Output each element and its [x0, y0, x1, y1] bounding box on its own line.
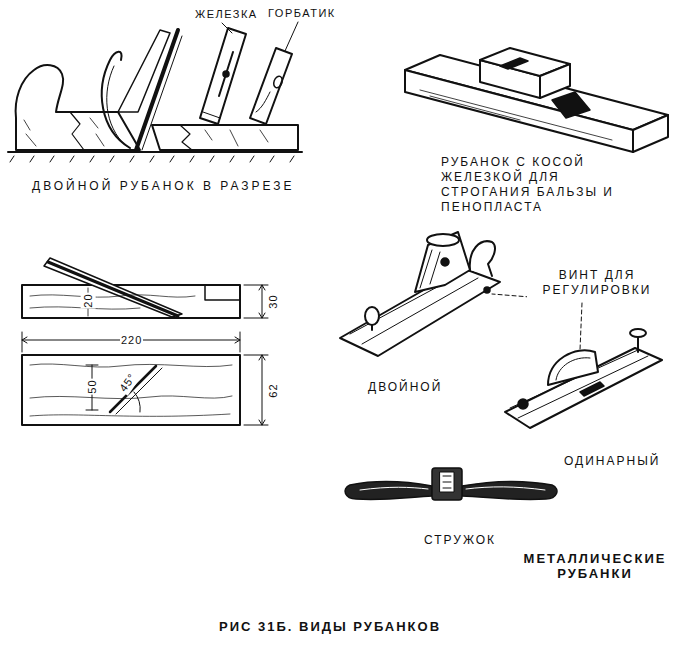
figure-caption: РИС 31Б. ВИДЫ РУБАНКОВ: [218, 619, 442, 634]
view-caption: ОДИНАРНЫЙ: [563, 454, 661, 469]
part-label: ЖЕЛЕЗКА: [194, 7, 259, 22]
spokeshave: [345, 468, 557, 500]
metal-block-plane: [505, 329, 662, 428]
dimension: 30: [266, 293, 281, 309]
view-caption: ДВОЙНОЙ РУБАНОК В РАЗРЕЗЕ: [31, 179, 296, 194]
leader-line: [492, 294, 582, 350]
dimension: 62: [266, 382, 281, 398]
group-caption: МЕТАЛЛИЧЕСКИЕ РУБАНКИ: [509, 551, 681, 581]
double-plane-section: [8, 22, 302, 162]
view-caption: РУБАНОК С КОСОЙ ЖЕЛЕЗКОЙ ДЛЯ СТРОГАНИЯ Б…: [440, 155, 620, 215]
metal-double-plane: [340, 232, 500, 356]
part-label: ВИНТ ДЛЯ РЕГУЛИРОВКИ: [527, 268, 667, 298]
view-caption: СТРУЖОК: [423, 533, 497, 548]
skew-iron-plane: [405, 48, 668, 152]
plane-drawing: [22, 258, 268, 425]
part-label: ГОРБАТИК: [267, 6, 337, 21]
view-caption: ДВОЙНОЙ: [367, 380, 443, 395]
dimension: 220: [120, 333, 143, 348]
dimension: 50: [85, 378, 100, 394]
dimension: 20: [81, 292, 96, 308]
